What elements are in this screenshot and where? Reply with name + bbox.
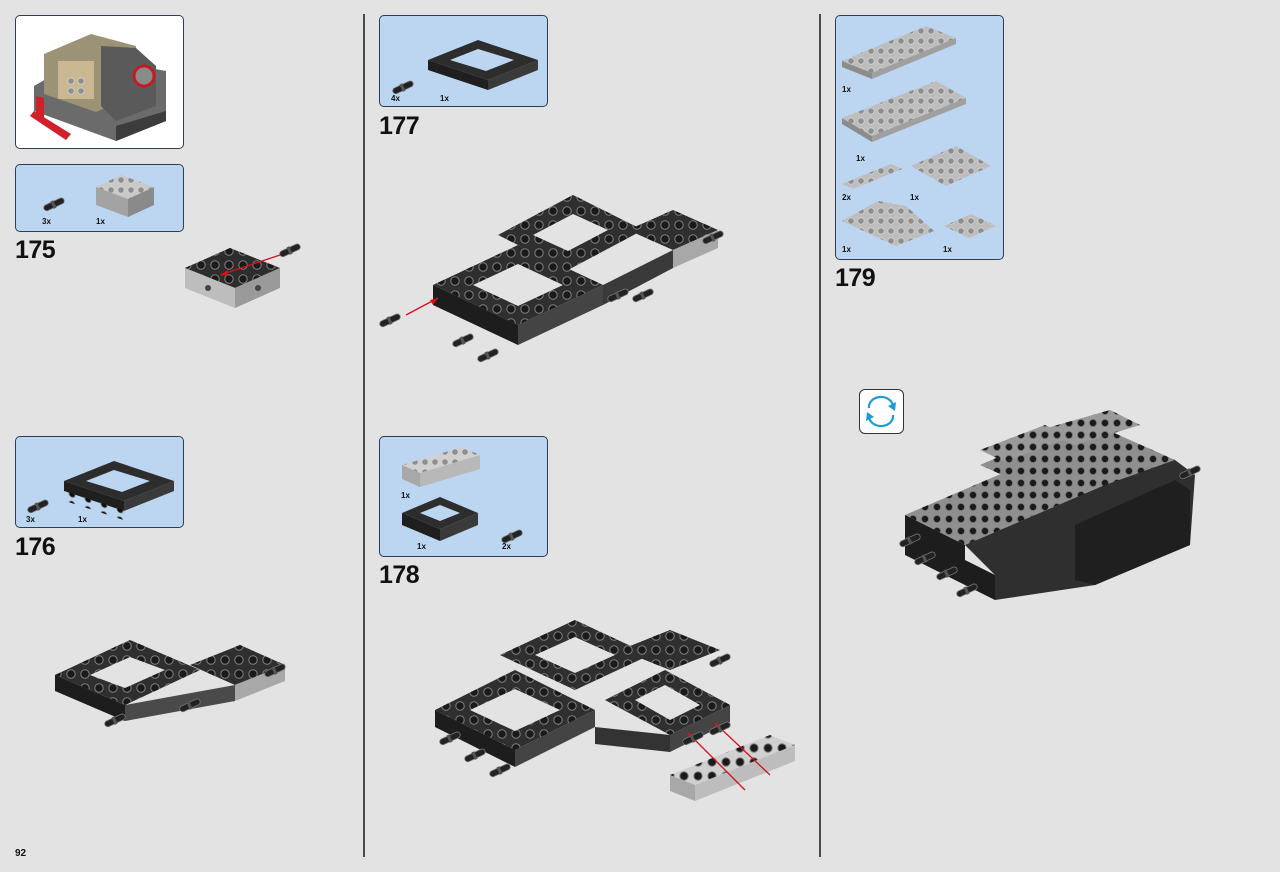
step-176-build-art: [55, 640, 288, 730]
part-qty: 1x: [417, 542, 426, 551]
part-qty: 4x: [391, 94, 400, 103]
parts-art: [842, 26, 996, 246]
part-qty: 1x: [96, 217, 105, 226]
part-qty: 1x: [440, 94, 449, 103]
parts-art: [41, 175, 154, 217]
step-178-build-art: [435, 620, 795, 801]
step-177-build-art: [378, 195, 726, 365]
step-number: 178: [379, 561, 420, 589]
part-qty: 1x: [910, 193, 919, 202]
parts-art: [25, 461, 174, 521]
parts-list-step-175: 3x 1x: [15, 164, 184, 232]
part-qty: 1x: [842, 85, 851, 94]
subassembly-preview-panel: [15, 15, 184, 149]
parts-list-step-177: 4x 1x: [379, 15, 548, 107]
parts-list-step-176: 3x 1x: [15, 436, 184, 528]
part-qty: 1x: [401, 491, 410, 500]
subassembly-render: [30, 34, 166, 141]
part-qty: 1x: [856, 154, 865, 163]
parts-art: [402, 447, 525, 546]
part-qty: 2x: [502, 542, 511, 551]
insert-arrow-icon: [430, 298, 438, 305]
step-number: 176: [15, 533, 56, 561]
part-qty: 3x: [42, 217, 51, 226]
part-qty: 3x: [26, 515, 35, 524]
step-number: 179: [835, 264, 876, 292]
parts-list-step-179: 1x 1x 2x 1x 1x 1x: [835, 15, 1004, 260]
step-179-build-art: [897, 410, 1203, 600]
column-divider-left: [363, 14, 365, 857]
rotate-model-icon: [866, 395, 896, 428]
part-qty: 1x: [842, 245, 851, 254]
page-number: 92: [15, 848, 27, 859]
part-qty: 2x: [842, 193, 851, 202]
parts-list-step-178: 1x 1x 2x: [379, 436, 548, 557]
column-divider-right: [819, 14, 821, 857]
step-number: 177: [379, 112, 420, 140]
rotate-model-callout: [859, 389, 904, 434]
insert-arrow-icon: [220, 270, 228, 276]
part-qty: 1x: [78, 515, 87, 524]
step-175-build-art: [185, 241, 303, 308]
part-qty: 1x: [943, 245, 952, 254]
parts-art: [390, 40, 538, 97]
step-number: 175: [15, 236, 56, 264]
